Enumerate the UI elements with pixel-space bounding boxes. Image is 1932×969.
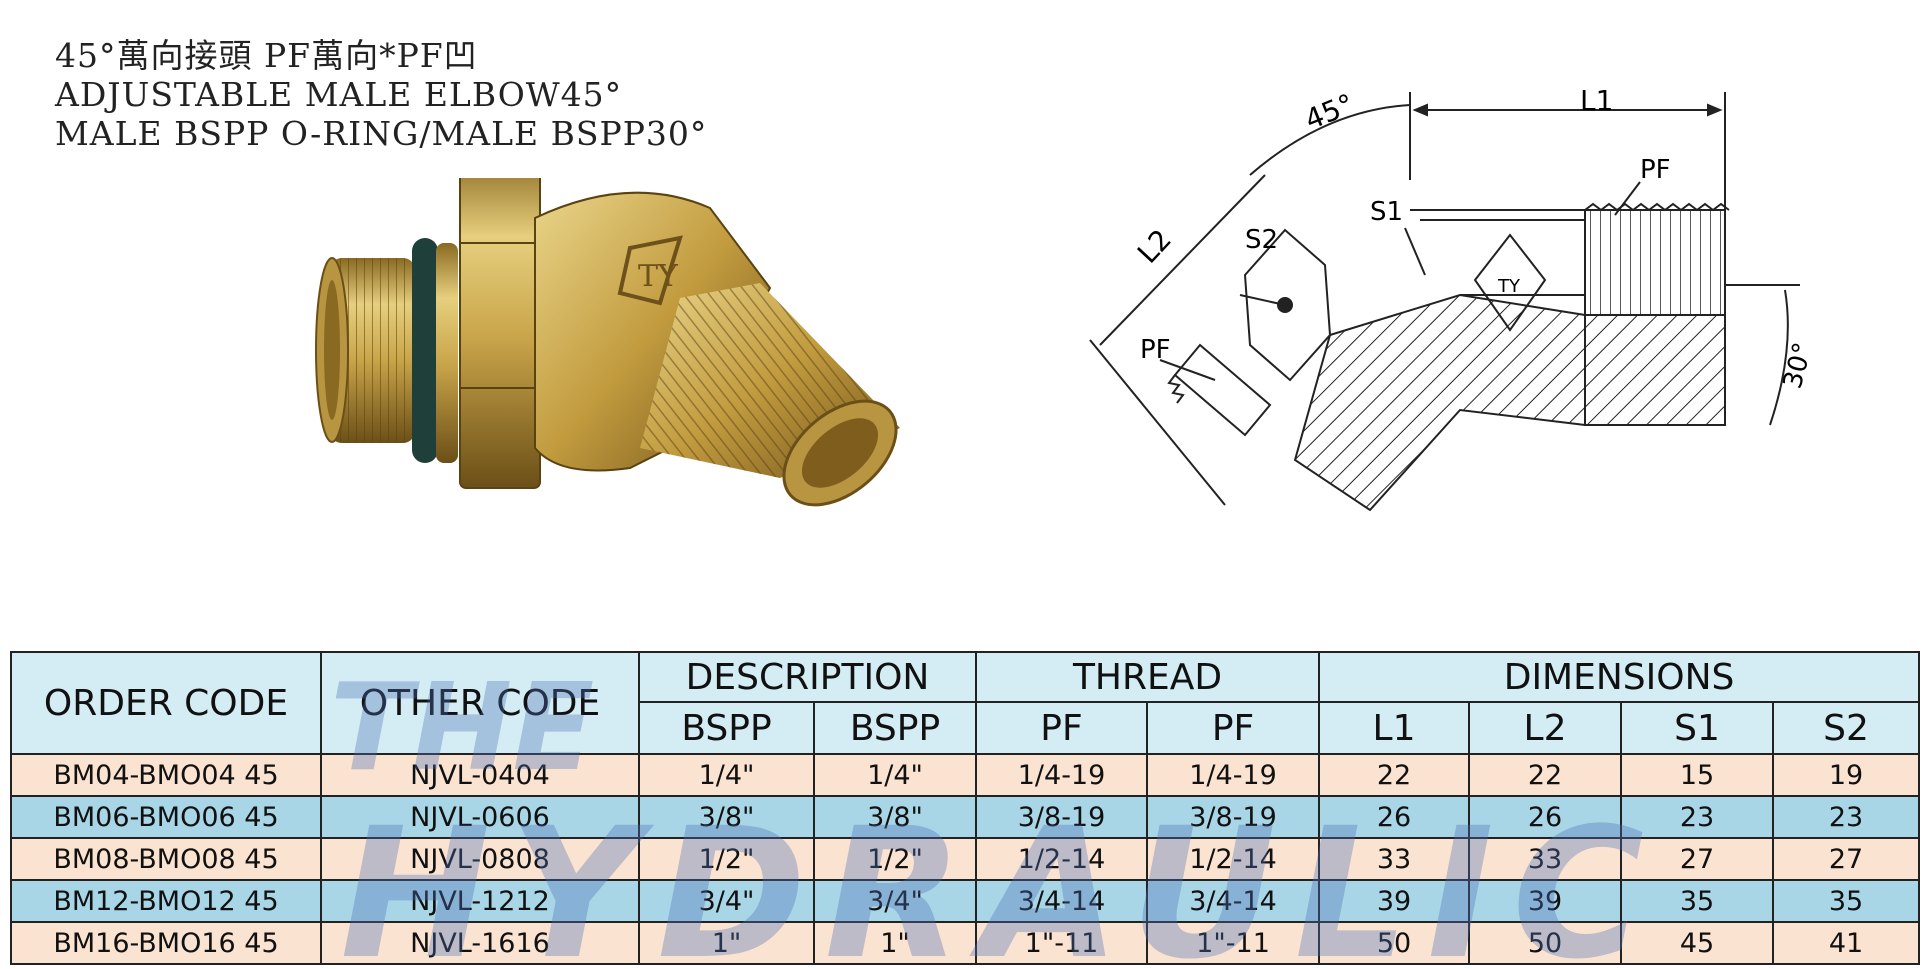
cell-pf-1: 1"-11 bbox=[975, 921, 1149, 965]
cell-s2: 27 bbox=[1772, 837, 1921, 881]
cell-pf-1: 3/4-14 bbox=[975, 879, 1149, 923]
right-thread bbox=[640, 283, 900, 507]
label-l2: L2 bbox=[1131, 223, 1178, 270]
spec-table: ORDER CODE OTHER CODE DESCRIPTION THREAD… bbox=[10, 651, 1921, 965]
subheader-s1: S1 bbox=[1620, 701, 1775, 755]
hex-nut bbox=[459, 178, 541, 489]
cell-l1: 22 bbox=[1318, 753, 1471, 797]
cell-bspp-2: 1" bbox=[812, 921, 978, 965]
cell-bspp-2: 3/8" bbox=[812, 795, 978, 839]
header-description: DESCRIPTION bbox=[637, 651, 978, 703]
cell-bspp-1: 1/2" bbox=[638, 837, 815, 881]
cell-pf-2: 3/4-14 bbox=[1146, 879, 1321, 923]
o-ring bbox=[412, 238, 438, 463]
subheader-s2: S2 bbox=[1772, 701, 1921, 755]
cell-s1: 45 bbox=[1620, 921, 1775, 965]
cell-pf-2: 3/8-19 bbox=[1146, 795, 1321, 839]
table-row: BM16-BMO16 45 NJVL-1616 1" 1" 1"-11 1"-1… bbox=[10, 921, 1921, 965]
cell-pf-2: 1/4-19 bbox=[1146, 753, 1321, 797]
table-row: BM06-BMO06 45 NJVL-0606 3/8" 3/8" 3/8-19… bbox=[10, 795, 1921, 839]
title-block: 45°萬向接頭 PF萬向*PF凹 ADJUSTABLE MALE ELBOW45… bbox=[55, 36, 707, 153]
cell-l2: 39 bbox=[1468, 879, 1623, 923]
cell-s1: 15 bbox=[1620, 753, 1775, 797]
cell-l1: 33 bbox=[1318, 837, 1471, 881]
washer bbox=[436, 243, 458, 463]
cell-l2: 50 bbox=[1468, 921, 1623, 965]
table-row: BM08-BMO08 45 NJVL-0808 1/2" 1/2" 1/2-14… bbox=[10, 837, 1921, 881]
label-l1: L1 bbox=[1580, 84, 1613, 117]
subheader-l1: L1 bbox=[1318, 701, 1471, 755]
cell-bspp-2: 1/2" bbox=[812, 837, 978, 881]
label-s1: S1 bbox=[1370, 197, 1403, 227]
cell-other-code: NJVL-1212 bbox=[320, 879, 640, 923]
cell-s2: 35 bbox=[1772, 879, 1921, 923]
cell-s2: 19 bbox=[1772, 753, 1921, 797]
cell-l1: 26 bbox=[1318, 795, 1471, 839]
cell-pf-2: 1/2-14 bbox=[1146, 837, 1321, 881]
header-order-code: ORDER CODE bbox=[10, 651, 322, 755]
cell-bspp-1: 1/4" bbox=[638, 753, 815, 797]
subheader-pf-1: PF bbox=[975, 701, 1149, 755]
drawing-logo: TY bbox=[1497, 276, 1521, 297]
title-english-line1: ADJUSTABLE MALE ELBOW45° bbox=[55, 75, 623, 114]
cell-s1: 27 bbox=[1620, 837, 1775, 881]
cell-pf-1: 1/4-19 bbox=[975, 753, 1149, 797]
cell-order-code: BM16-BMO16 45 bbox=[10, 921, 322, 965]
cell-bspp-2: 3/4" bbox=[812, 879, 978, 923]
product-photo: TY bbox=[315, 178, 900, 507]
label-45: 45° bbox=[1300, 87, 1358, 136]
cell-bspp-1: 3/8" bbox=[638, 795, 815, 839]
cell-s2: 23 bbox=[1772, 795, 1921, 839]
table-row: BM04-BMO04 45 NJVL-0404 1/4" 1/4" 1/4-19… bbox=[10, 753, 1921, 797]
svg-text:TY: TY bbox=[638, 259, 679, 294]
left-thread bbox=[315, 257, 415, 443]
cell-order-code: BM12-BMO12 45 bbox=[10, 879, 322, 923]
cell-l2: 26 bbox=[1468, 795, 1623, 839]
header-dimensions: DIMENSIONS bbox=[1318, 651, 1921, 703]
cell-other-code: NJVL-0808 bbox=[320, 837, 640, 881]
title-english-line2: MALE BSPP O-RING/MALE BSPP30° bbox=[55, 114, 708, 153]
title-chinese: 45°萬向接頭 PF萬向*PF凹 bbox=[55, 36, 478, 75]
cell-l2: 22 bbox=[1468, 753, 1623, 797]
label-30: 30° bbox=[1778, 340, 1819, 392]
cell-order-code: BM06-BMO06 45 bbox=[10, 795, 322, 839]
label-pf-left: PF bbox=[1140, 335, 1171, 365]
header-other-code: OTHER CODE bbox=[320, 651, 640, 755]
cell-s1: 35 bbox=[1620, 879, 1775, 923]
cell-l1: 50 bbox=[1318, 921, 1471, 965]
label-pf-top: PF bbox=[1640, 155, 1671, 185]
cell-order-code: BM04-BMO04 45 bbox=[10, 753, 322, 797]
cell-s1: 23 bbox=[1620, 795, 1775, 839]
cell-other-code: NJVL-1616 bbox=[320, 921, 640, 965]
cell-pf-2: 1"-11 bbox=[1146, 921, 1321, 965]
cell-pf-1: 3/8-19 bbox=[975, 795, 1149, 839]
cell-bspp-1: 1" bbox=[638, 921, 815, 965]
elbow-body: TY bbox=[534, 191, 772, 472]
technical-drawing: 45° L1 L2 S1 S2 PF PF 30° TY bbox=[1089, 84, 1819, 512]
cell-s2: 41 bbox=[1772, 921, 1921, 965]
header-thread: THREAD bbox=[975, 651, 1321, 703]
cell-l2: 33 bbox=[1468, 837, 1623, 881]
table-row: BM12-BMO12 45 NJVL-1212 3/4" 3/4" 3/4-14… bbox=[10, 879, 1921, 923]
subheader-l2: L2 bbox=[1468, 701, 1623, 755]
cell-pf-1: 1/2-14 bbox=[975, 837, 1149, 881]
cell-other-code: NJVL-0606 bbox=[320, 795, 640, 839]
subheader-pf-2: PF bbox=[1146, 701, 1321, 755]
subheader-bspp-2: BSPP bbox=[812, 701, 978, 755]
cell-other-code: NJVL-0404 bbox=[320, 753, 640, 797]
cell-order-code: BM08-BMO08 45 bbox=[10, 837, 322, 881]
cell-bspp-1: 3/4" bbox=[638, 879, 815, 923]
cell-bspp-2: 1/4" bbox=[812, 753, 978, 797]
label-s2: S2 bbox=[1245, 225, 1278, 255]
subheader-bspp-1: BSPP bbox=[638, 701, 815, 755]
cell-l1: 39 bbox=[1318, 879, 1471, 923]
